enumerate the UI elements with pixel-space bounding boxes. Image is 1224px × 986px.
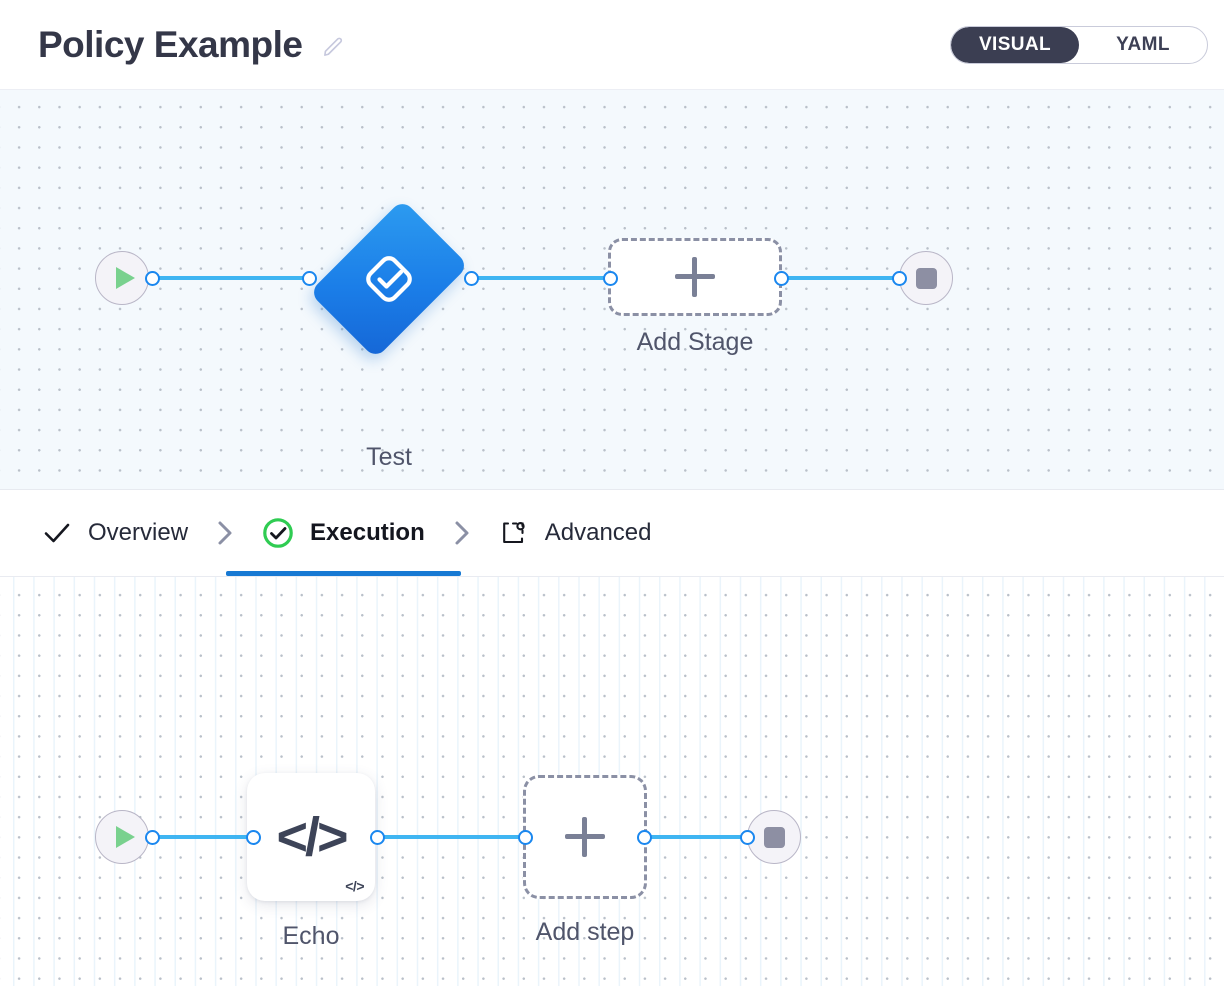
add-stage-label: Add Stage	[636, 328, 754, 356]
tab-advanced-label: Advanced	[544, 519, 652, 546]
add-step-output-port[interactable]	[637, 830, 652, 845]
edge-test-to-add-stage	[468, 276, 616, 280]
code-badge-icon: </>	[345, 878, 364, 894]
mode-option-yaml[interactable]: YAML	[1116, 34, 1170, 55]
stage-test-input-port[interactable]	[302, 271, 317, 286]
add-stage-input-port[interactable]	[603, 271, 618, 286]
plus-icon	[565, 817, 605, 857]
edge-add-step-to-end	[640, 835, 752, 839]
stop-icon	[915, 267, 937, 289]
play-icon	[115, 826, 135, 848]
add-stage-output-port[interactable]	[774, 271, 789, 286]
add-step-input-port[interactable]	[518, 830, 533, 845]
mode-option-visual[interactable]: VISUAL	[951, 27, 1079, 63]
step-echo-input-port[interactable]	[246, 830, 261, 845]
stage-start-output-port[interactable]	[145, 271, 160, 286]
tab-list: Overview Execution	[42, 490, 651, 576]
task-check-icon	[358, 248, 420, 310]
stage-test-output-port[interactable]	[464, 271, 479, 286]
stage-end-node[interactable]	[899, 251, 953, 305]
add-step-button[interactable]	[523, 775, 647, 899]
stop-icon	[763, 826, 785, 848]
tab-advanced[interactable]: Advanced	[499, 490, 652, 576]
plus-icon	[675, 257, 715, 297]
stage-node-test[interactable]	[309, 199, 469, 359]
step-start-node[interactable]	[95, 810, 149, 864]
pencil-icon[interactable]	[320, 34, 346, 60]
step-flow-canvas[interactable]: </> </> Echo Add step	[0, 576, 1224, 986]
tab-execution[interactable]: Execution	[226, 490, 461, 576]
chevron-right-icon-2	[425, 518, 499, 548]
edge-echo-to-add-step	[374, 835, 530, 839]
step-end-input-port[interactable]	[740, 830, 755, 845]
step-end-node[interactable]	[747, 810, 801, 864]
chevron-right-icon	[188, 518, 262, 548]
check-circle-icon	[262, 517, 294, 549]
page-title: Policy Example	[38, 24, 303, 65]
code-icon: </>	[276, 807, 348, 867]
tab-execution-label: Execution	[310, 519, 425, 546]
step-start-output-port[interactable]	[145, 830, 160, 845]
step-echo-output-port[interactable]	[370, 830, 385, 845]
step-node-echo-label: Echo	[282, 922, 340, 950]
page-header: Policy Example VISUAL YAML	[0, 0, 1224, 90]
edge-add-stage-to-end	[778, 276, 906, 280]
tab-overview-label: Overview	[88, 519, 189, 546]
stage-end-input-port[interactable]	[892, 271, 907, 286]
stage-node-test-shape[interactable]	[309, 199, 469, 359]
stage-start-node[interactable]	[95, 251, 149, 305]
add-step-label: Add step	[535, 918, 635, 946]
tab-overview[interactable]: Overview	[42, 490, 188, 576]
title-group: Policy Example	[38, 22, 346, 68]
edge-start-to-test	[152, 276, 314, 280]
view-mode-toggle[interactable]: VISUAL YAML	[950, 26, 1208, 64]
check-icon	[42, 518, 72, 548]
settings-box-icon	[499, 518, 529, 548]
add-stage-button[interactable]	[608, 238, 782, 316]
step-node-echo[interactable]: </> </>	[247, 773, 375, 901]
stage-node-test-label: Test	[366, 443, 412, 471]
section-tabbar: Overview Execution	[0, 490, 1224, 576]
stage-flow-canvas[interactable]: Test Add Stage	[0, 90, 1224, 490]
play-icon	[115, 267, 135, 289]
edge-start-to-echo	[152, 835, 254, 839]
